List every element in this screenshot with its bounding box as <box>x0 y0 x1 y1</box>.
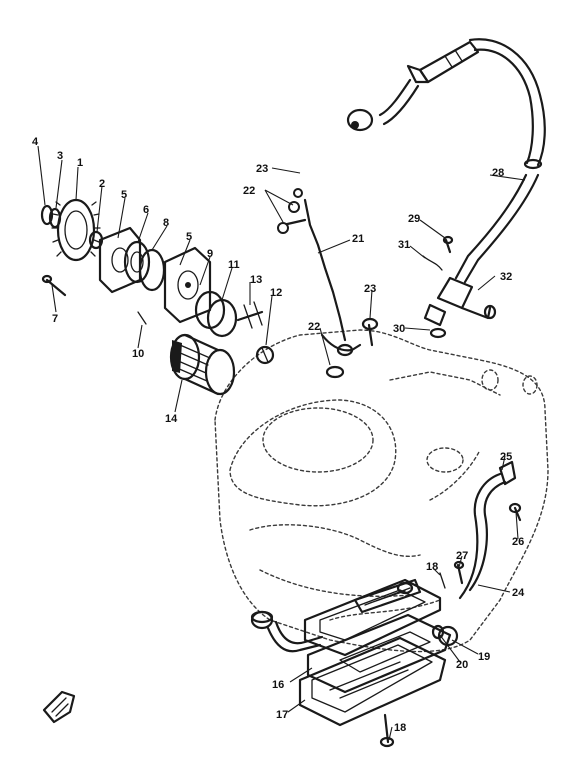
callout-23: 23 <box>256 163 268 175</box>
callout-5: 5 <box>121 189 127 201</box>
callout-1: 1 <box>77 157 83 169</box>
callout-26: 26 <box>512 536 524 548</box>
oil-hose-28 <box>346 38 546 339</box>
callout-27: 27 <box>456 550 468 562</box>
callout-16: 16 <box>272 679 284 691</box>
oil-pump-assembly <box>40 198 275 365</box>
callout-11: 11 <box>228 259 240 271</box>
callout-21: 21 <box>352 233 364 245</box>
callout-8: 8 <box>163 217 169 229</box>
callout-6: 6 <box>143 204 149 216</box>
callout-2: 2 <box>99 178 105 190</box>
callout-22: 22 <box>243 185 255 197</box>
oil-pan-assembly <box>250 460 522 748</box>
callout-numbers: 4 3 1 2 5 6 8 5 9 11 13 12 7 10 14 23 22… <box>32 136 525 734</box>
callout-24: 24 <box>512 587 525 599</box>
callout-18b: 18 <box>394 722 406 734</box>
pump-cover <box>98 226 142 294</box>
front-arrow-icon <box>42 690 76 724</box>
callout-29: 29 <box>408 213 420 225</box>
callout-3: 3 <box>57 150 63 162</box>
callout-13: 13 <box>250 274 262 286</box>
callout-14: 14 <box>165 413 178 425</box>
pump-body <box>163 246 212 324</box>
callout-17: 17 <box>276 709 288 721</box>
callout-23b: 23 <box>364 283 376 295</box>
callout-4: 4 <box>32 136 39 148</box>
callout-30: 30 <box>393 323 405 335</box>
pump-drive-gear <box>51 198 101 262</box>
callout-9: 9 <box>207 248 213 260</box>
callout-31: 31 <box>398 239 410 251</box>
callout-18: 18 <box>426 561 438 573</box>
crankcase-outline <box>214 329 549 653</box>
callout-19: 19 <box>478 651 490 663</box>
callout-28: 28 <box>492 167 504 179</box>
callout-5b: 5 <box>186 231 192 243</box>
callout-7: 7 <box>52 313 58 325</box>
callout-20: 20 <box>456 659 468 671</box>
callout-10: 10 <box>132 348 144 360</box>
callout-12: 12 <box>270 287 282 299</box>
callout-25: 25 <box>500 451 512 463</box>
oil-filter <box>169 333 236 396</box>
callout-22b: 22 <box>308 321 320 333</box>
leader-lines <box>37 145 526 741</box>
oil-line-21 <box>277 188 379 379</box>
callout-32: 32 <box>500 271 512 283</box>
